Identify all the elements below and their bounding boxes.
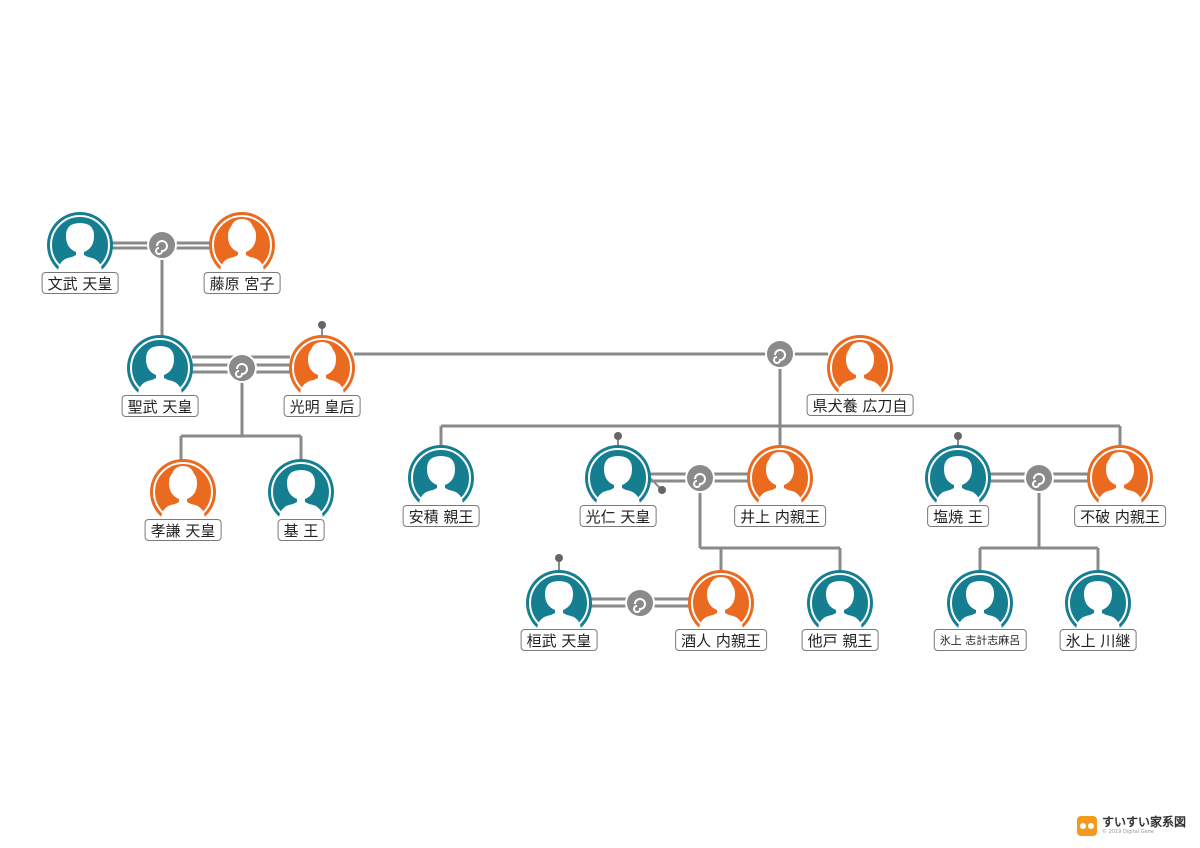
name-label-kawatsugu: 氷上 川継: [1059, 629, 1137, 651]
knot-swirl: [773, 349, 786, 364]
person-silhouette-icon: [958, 581, 1002, 631]
hair-shape: [170, 466, 196, 488]
knot-swirl: [633, 598, 646, 613]
person-silhouette-icon: [138, 346, 182, 396]
name-label-hirotoji: 県犬養 広刀自: [806, 394, 914, 416]
hair-shape: [767, 452, 793, 474]
name-label-shomu: 聖武 天皇: [121, 395, 199, 417]
person-silhouette-icon: [419, 456, 463, 506]
knot-swirl: [235, 363, 248, 378]
marriage-knot-icon: [1024, 463, 1054, 493]
name-label-shikeshimaro: 氷上 志計志麻呂: [933, 629, 1027, 651]
knot-swirl: [155, 240, 168, 255]
person-silhouette-icon: [936, 456, 980, 506]
pin-dot: [954, 432, 962, 440]
marriage-knot-icon: [147, 230, 177, 260]
marriage-knot-icon: [227, 353, 257, 383]
hair-shape: [708, 577, 734, 599]
knot-swirl: [693, 473, 706, 488]
marriage-knot-icon: [685, 463, 715, 493]
name-label-motoi: 基 王: [277, 519, 325, 541]
marriage-knot-icon: [625, 588, 655, 618]
person-silhouette-icon: [596, 456, 640, 506]
knot-swirl: [1032, 473, 1045, 488]
hair-shape: [309, 342, 335, 364]
pin-dot: [318, 321, 326, 329]
person-silhouette-icon: [818, 581, 862, 631]
person-silhouette-icon: [1076, 581, 1120, 631]
hair-shape: [1107, 452, 1133, 474]
name-label-fuwa: 不破 内親王: [1074, 505, 1166, 527]
name-label-asaka: 安積 親王: [402, 505, 480, 527]
person-silhouette-icon: [279, 470, 323, 520]
person-silhouette-icon: [58, 223, 102, 273]
app-logo: すいすい家系図 © 2019 Digital Gene: [1076, 815, 1186, 836]
copyright: © 2019 Digital Gene: [1101, 829, 1154, 835]
name-label-kanmu: 桓武 天皇: [520, 629, 598, 651]
logo-icon: [1076, 816, 1097, 836]
name-label-shioyaki: 塩焼 王: [927, 505, 989, 527]
name-label-konin: 光仁 天皇: [579, 505, 657, 527]
hair-shape: [229, 219, 255, 241]
name-label-miyako: 藤原 宮子: [203, 272, 281, 294]
pin-dot: [658, 486, 666, 494]
marriage-knot-icon: [765, 339, 795, 369]
hair-shape: [847, 342, 873, 364]
pin-dot: [614, 432, 622, 440]
brand-name: すいすい家系図: [1101, 815, 1186, 829]
name-label-komyo: 光明 皇后: [283, 395, 361, 417]
name-label-sakahito: 酒人 内親王: [675, 629, 767, 651]
pin-dot: [555, 554, 563, 562]
person-silhouette-icon: [537, 581, 581, 631]
name-label-inoue: 井上 内親王: [734, 505, 826, 527]
name-label-koken: 孝謙 天皇: [144, 519, 222, 541]
name-label-osabe: 他戸 親王: [801, 629, 879, 651]
name-label-monmu: 文武 天皇: [41, 272, 119, 294]
